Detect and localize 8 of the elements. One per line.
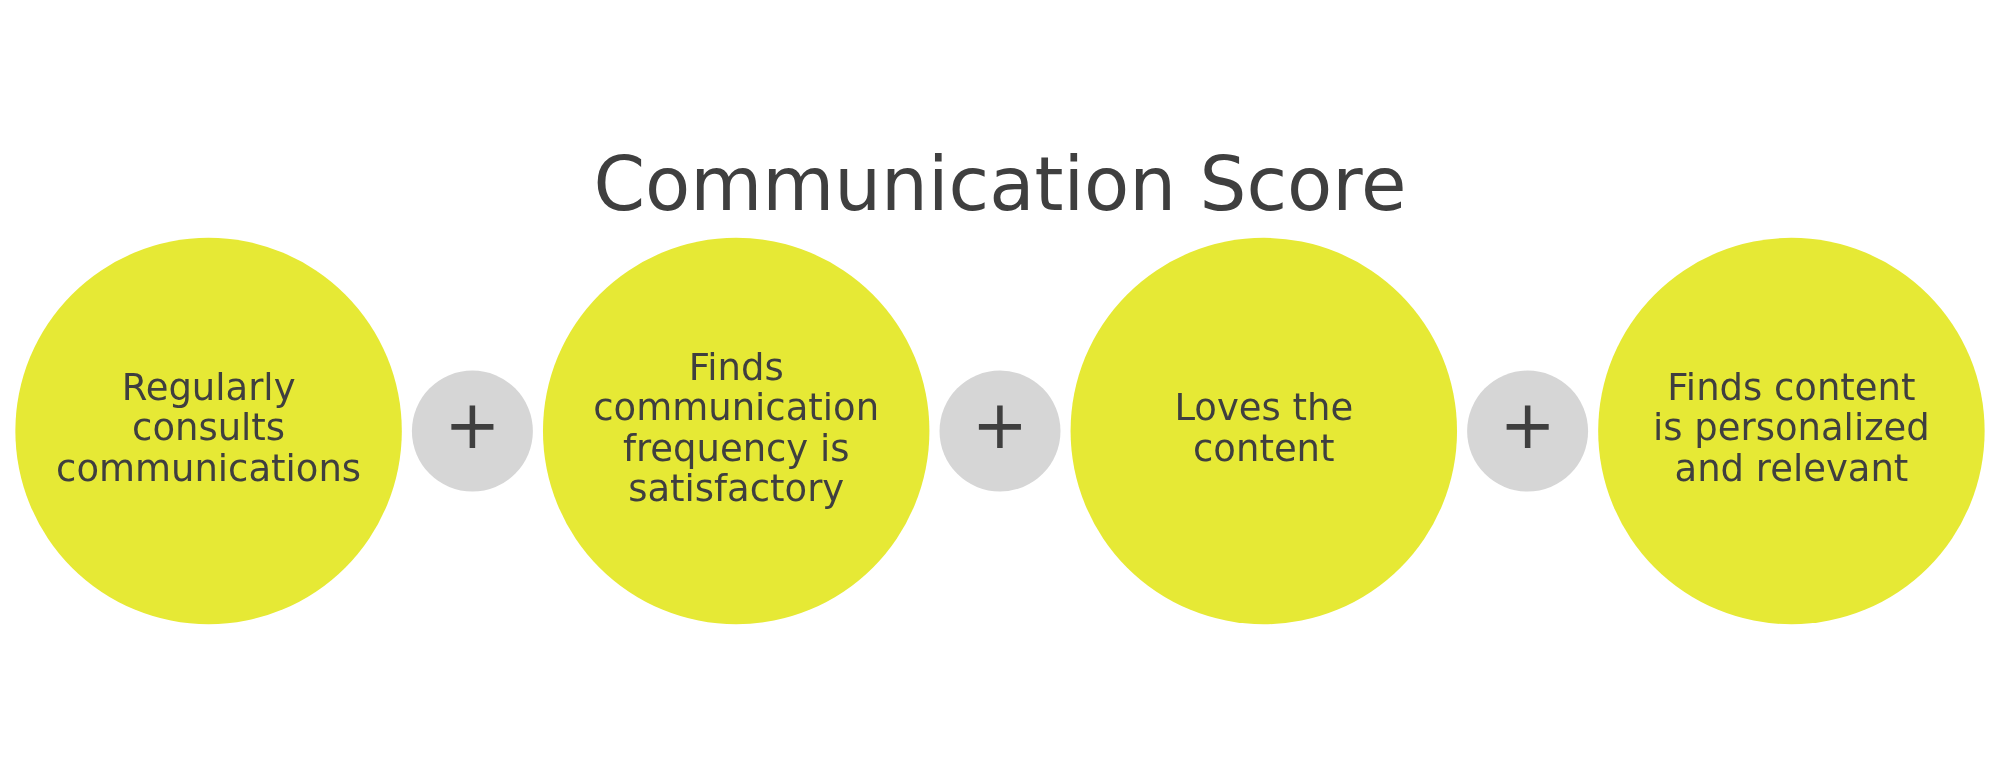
node-circle: Regularly consults communications	[15, 237, 402, 624]
node-circle: Finds content is personalized and relevant	[1598, 237, 1985, 624]
node-circle: +	[411, 370, 533, 492]
diagram-title: Communication Score	[593, 140, 1407, 227]
node-circle: Loves the content	[1070, 237, 1458, 624]
node-circle: +	[939, 370, 1061, 492]
node-circle: Finds communication frequency is satisfactory	[542, 237, 930, 624]
node-circle: +	[1467, 370, 1589, 492]
